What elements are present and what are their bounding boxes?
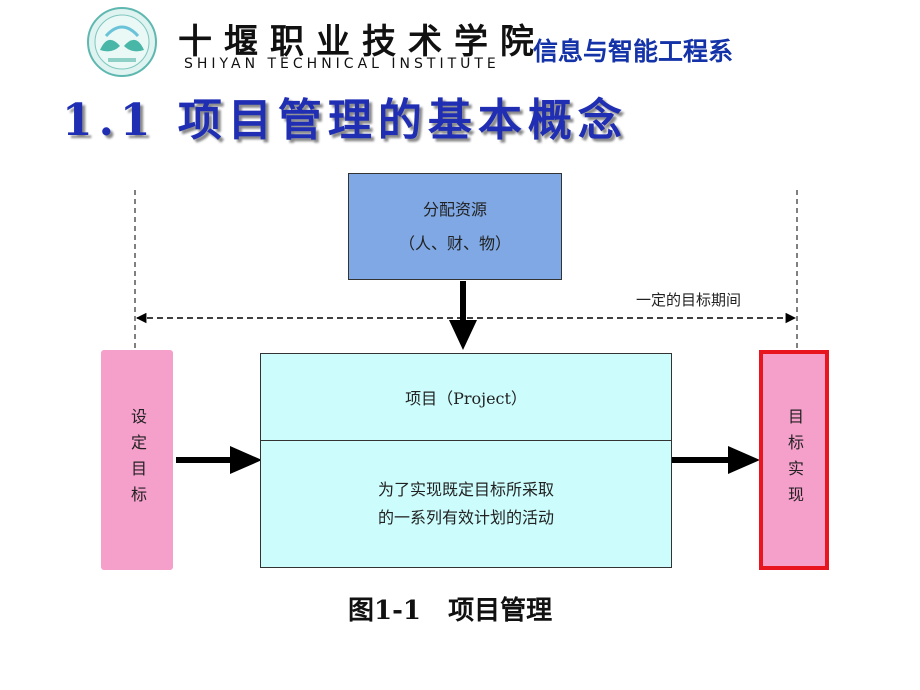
output-arrow-head xyxy=(728,446,760,474)
goal-achieved-label: 目标实现 xyxy=(785,408,804,512)
project-label: 项目（Project） xyxy=(405,389,527,408)
resource-detail: （人、财、物） xyxy=(398,233,511,253)
set-goal-box: 设定目标 xyxy=(101,350,173,570)
project-desc-line1: 为了实现既定目标所采取 xyxy=(377,480,554,499)
slide-title: 1.1 项目管理的基本概念 xyxy=(62,95,628,146)
school-name-en: SHIYAN TECHNICAL INSTITUTE xyxy=(184,56,500,72)
goal-achieved-box: 目标实现 xyxy=(759,350,829,570)
resource-title: 分配资源 xyxy=(422,199,487,219)
resource-arrow-head xyxy=(449,320,477,350)
department-name: 信息与智能工程系 xyxy=(533,37,734,66)
set-goal-label: 设定目标 xyxy=(128,408,147,512)
project-description-box: 为了实现既定目标所采取 的一系列有效计划的活动 xyxy=(260,440,672,568)
school-logo xyxy=(86,6,158,78)
time-period-label: 一定的目标期间 xyxy=(636,291,742,309)
resource-box: 分配资源 （人、财、物） xyxy=(348,173,562,280)
project-desc-line2: 的一系列有效计划的活动 xyxy=(377,508,554,527)
input-arrow-head xyxy=(230,446,262,474)
project-header-box: 项目（Project） xyxy=(260,353,672,441)
school-name-cn: 十堰职业技术学院 xyxy=(178,22,546,62)
figure-caption: 图1-1 项目管理 xyxy=(348,596,553,626)
